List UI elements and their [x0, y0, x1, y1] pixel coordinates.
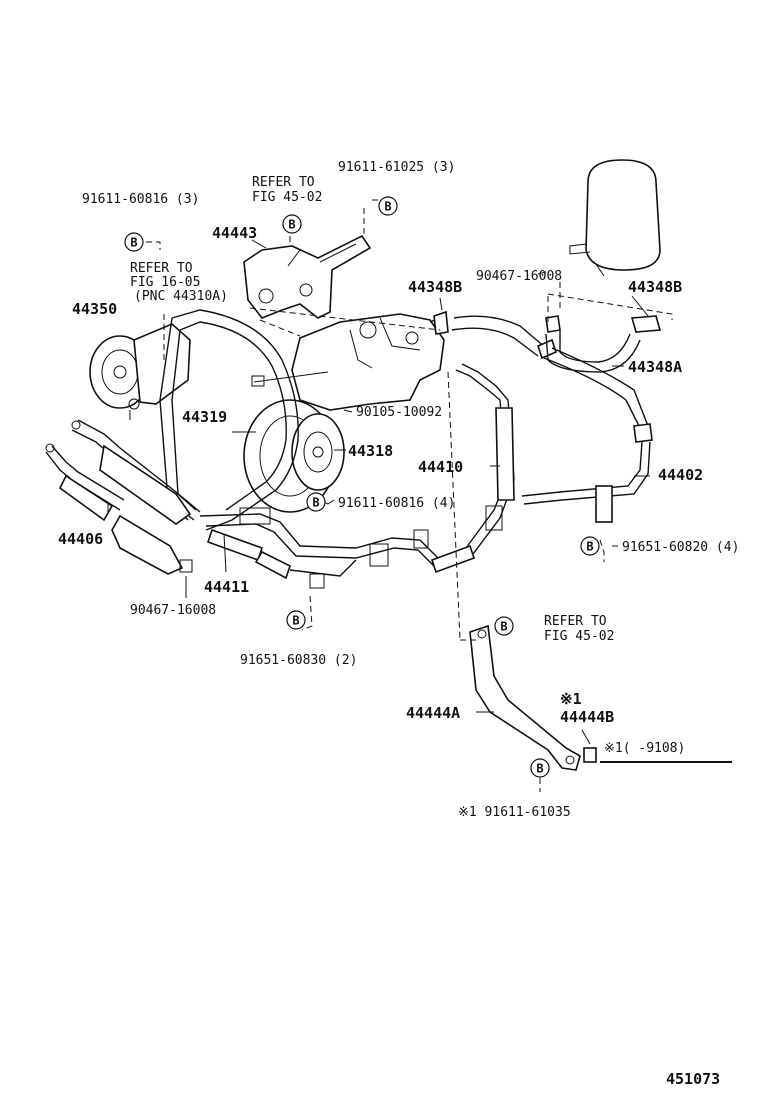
leader-lines: [107, 199, 732, 792]
refer-pnc-2: (PNC 44310A): [134, 289, 228, 304]
pressure-hose-center: [199, 363, 515, 589]
svg-text:B: B: [130, 236, 137, 250]
pressure-hose-left: [45, 419, 201, 575]
part-label-44444b: 44444B: [560, 708, 614, 726]
refer-fig-1: FIG 45-02: [252, 190, 322, 205]
svg-text:B: B: [292, 614, 299, 628]
steering-pump: [291, 313, 445, 411]
b-marker-5: B: [580, 536, 600, 556]
part-label-44318: 44318: [348, 442, 393, 460]
bolt-label-8: 91651-60830 (2): [240, 653, 357, 668]
part-label-44411: 44411: [204, 578, 249, 596]
bolt-label-6: 91651-60820 (4): [622, 540, 739, 555]
reservoir-tank: [569, 159, 661, 277]
b-marker-7: B: [494, 616, 514, 636]
refer-label-2: REFER TO: [130, 261, 193, 276]
svg-text:B: B: [312, 496, 319, 510]
svg-text:B: B: [586, 540, 593, 554]
bolt-label-3: 90467-16008: [476, 269, 562, 284]
refer-fig-3: FIG 45-02: [544, 629, 614, 644]
refer-fig-2: FIG 16-05: [130, 275, 200, 290]
figure-number: 451073: [666, 1070, 720, 1088]
b-marker-2: B: [282, 214, 302, 234]
note-label-1: ※1: [560, 690, 582, 708]
b-marker-3: B: [124, 232, 144, 252]
b-marker-8: B: [530, 758, 550, 778]
part-label-44406: 44406: [58, 530, 103, 548]
svg-text:B: B: [288, 218, 295, 232]
pump-bracket: [243, 234, 372, 319]
bolt-label-1: 91611-61025 (3): [338, 160, 455, 175]
note-range-label: ※1( -9108): [604, 741, 685, 756]
refer-label-1: REFER TO: [252, 175, 315, 190]
svg-text:B: B: [384, 200, 391, 214]
b-marker-6: B: [286, 610, 306, 630]
pump-pulley: [243, 399, 345, 513]
part-label-44444a: 44444A: [406, 704, 460, 722]
part-label-44348a: 44348A: [628, 358, 682, 376]
bolt-label-5: 91611-60816 (4): [338, 496, 455, 511]
part-label-44443: 44443: [212, 224, 257, 242]
part-label-44348b-left: 44348B: [408, 278, 462, 296]
bolt-label-4: 90105-10092: [356, 405, 442, 420]
part-label-44402: 44402: [658, 466, 703, 484]
part-label-44410: 44410: [418, 458, 463, 476]
part-label-44350: 44350: [72, 300, 117, 318]
part-label-44319: 44319: [182, 408, 227, 426]
bolt-label-2: 91611-60816 (3): [82, 192, 199, 207]
return-hoses: [429, 310, 662, 523]
part-label-44348b-right: 44348B: [628, 278, 682, 296]
svg-text:B: B: [536, 762, 543, 776]
idler-pulley: [89, 323, 191, 410]
refer-label-3: REFER TO: [544, 614, 607, 629]
bolt-label-9: ※1 91611-61035: [458, 805, 571, 820]
b-marker-1: B: [378, 196, 398, 216]
bolt-label-7: 90467-16008: [130, 603, 216, 618]
b-marker-4: B: [306, 492, 326, 512]
lower-bracket: [469, 624, 597, 771]
svg-text:B: B: [500, 620, 507, 634]
